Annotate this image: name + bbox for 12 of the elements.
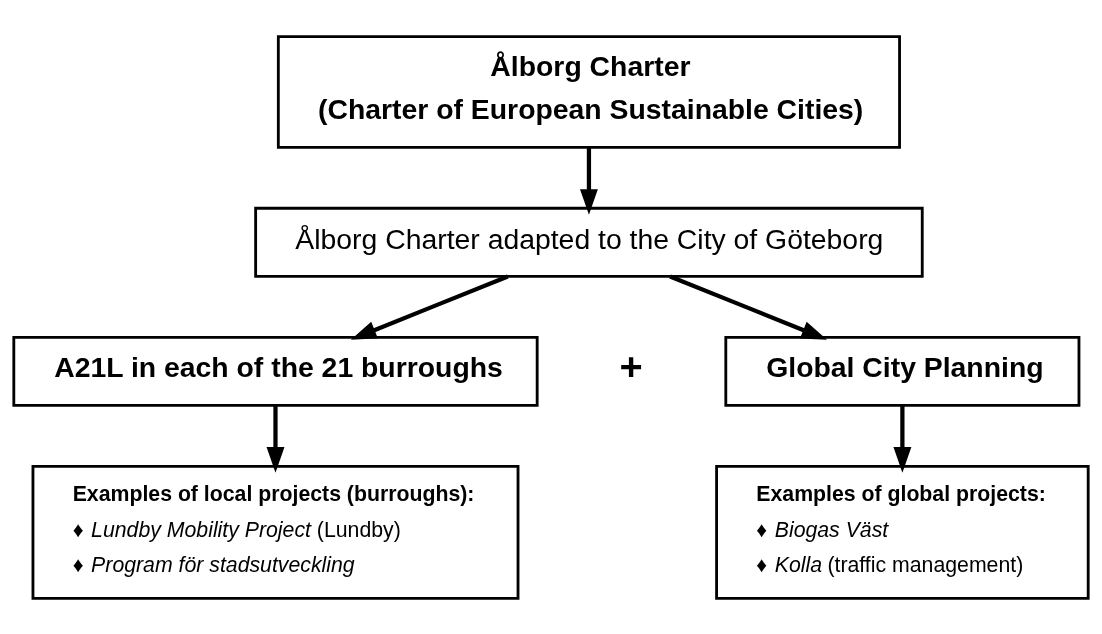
node-box: A21L in each of the 21 burroughs xyxy=(12,335,539,407)
arrow xyxy=(350,273,509,340)
node-box: Global City Planning xyxy=(724,335,1081,407)
arrow xyxy=(669,273,828,340)
node-box: Ålborg Charter (Charter of European Sustainable Cities) xyxy=(276,34,901,149)
arrow xyxy=(266,405,285,473)
node-box: Ålborg Charter adapted to the City of Göteborg xyxy=(254,206,924,278)
arrow xyxy=(580,147,598,215)
label: + xyxy=(619,343,643,388)
arrow xyxy=(893,405,912,473)
node-box: Examples of global projects: ♦ Biogas Väst ♦ Kolla (traffic management) xyxy=(715,464,1090,600)
node-box: Examples of local projects (burroughs): ♦ Lundby Mobility Project (Lundby) ♦ Program för stadsutveckling xyxy=(31,464,520,600)
